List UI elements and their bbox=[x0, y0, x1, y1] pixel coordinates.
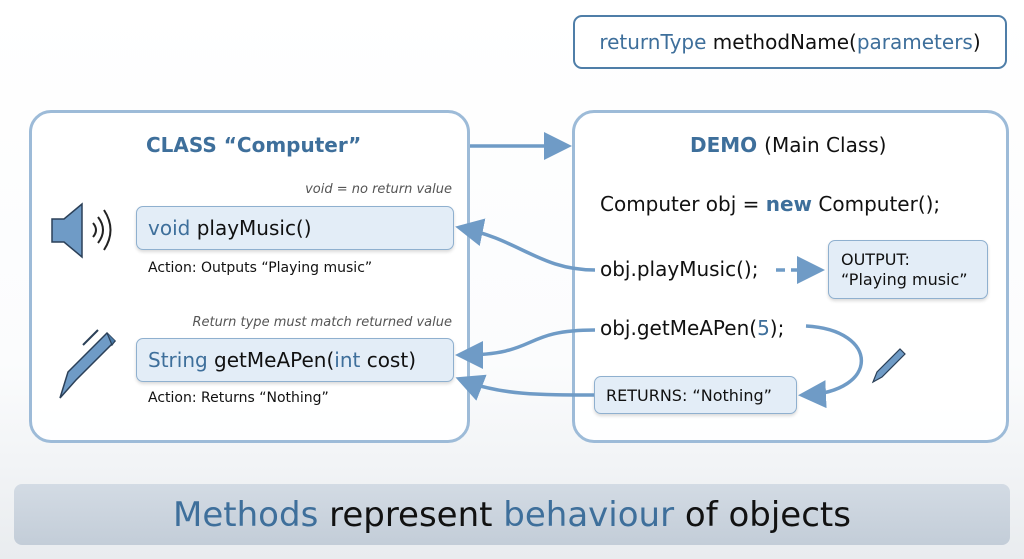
class-title: CLASS “Computer” bbox=[146, 133, 362, 157]
param-name: cost) bbox=[366, 348, 416, 372]
code-line-new: Computer obj = new Computer(); bbox=[600, 192, 940, 216]
method-type: String bbox=[148, 348, 208, 372]
method-name: playMusic() bbox=[196, 216, 312, 240]
code-text: obj.getMeAPen( bbox=[600, 316, 758, 340]
argument-value: 5 bbox=[757, 316, 770, 340]
close-paren: ) bbox=[972, 30, 981, 54]
summary-banner: Methods represent behaviour of objects bbox=[14, 484, 1010, 545]
method-getmeapen: String getMeAPen(int cost) bbox=[136, 338, 454, 382]
code-text: Computer(); bbox=[812, 192, 941, 216]
banner-word: Methods bbox=[173, 494, 319, 535]
small-pen-icon bbox=[871, 348, 906, 384]
output-value: “Playing music” bbox=[841, 269, 968, 289]
banner-word: of objects bbox=[674, 494, 851, 535]
method-name-label: methodName( bbox=[712, 30, 857, 54]
code-text: Computer obj = bbox=[600, 192, 766, 216]
new-keyword: new bbox=[765, 192, 813, 216]
speaker-icon bbox=[51, 202, 112, 259]
return-curve-arrow bbox=[798, 324, 863, 409]
param-type: int bbox=[334, 348, 361, 372]
method-name: getMeAPen( bbox=[214, 348, 335, 372]
pen-icon bbox=[59, 329, 117, 399]
method-playmusic: void playMusic() bbox=[136, 206, 454, 250]
output-label: OUTPUT: bbox=[841, 249, 910, 269]
banner-word: behaviour bbox=[503, 494, 675, 535]
void-note: void = no return value bbox=[305, 182, 452, 197]
banner-word: represent bbox=[318, 494, 504, 535]
return-type-note: Return type must match returned value bbox=[192, 315, 452, 330]
output-box: OUTPUT: “Playing music” bbox=[828, 240, 988, 299]
returns-box: RETURNS: “Nothing” bbox=[594, 376, 797, 414]
returns-back-arrow bbox=[455, 374, 595, 401]
code-line-getmeapen: obj.getMeAPen(5); bbox=[600, 316, 784, 340]
getmeapen-action: Action: Returns “Nothing” bbox=[148, 390, 329, 406]
playmusic-action: Action: Outputs “Playing music” bbox=[148, 260, 373, 276]
demo-title-rest: (Main Class) bbox=[764, 133, 887, 157]
demo-title: DEMO (Main Class) bbox=[690, 133, 886, 157]
getmeapen-call-arrow bbox=[455, 328, 596, 369]
demo-title-bold: DEMO bbox=[690, 133, 758, 157]
playmusic-call-arrow bbox=[455, 218, 596, 272]
method-type: void bbox=[148, 216, 191, 240]
code-text: ); bbox=[769, 316, 785, 340]
code-line-playmusic: obj.playMusic(); bbox=[600, 257, 759, 281]
class-panel bbox=[29, 110, 470, 443]
parameters-label: parameters bbox=[856, 30, 973, 54]
return-type-label: returnType bbox=[599, 30, 707, 54]
method-signature-box: returnType methodName(parameters) bbox=[573, 15, 1007, 69]
